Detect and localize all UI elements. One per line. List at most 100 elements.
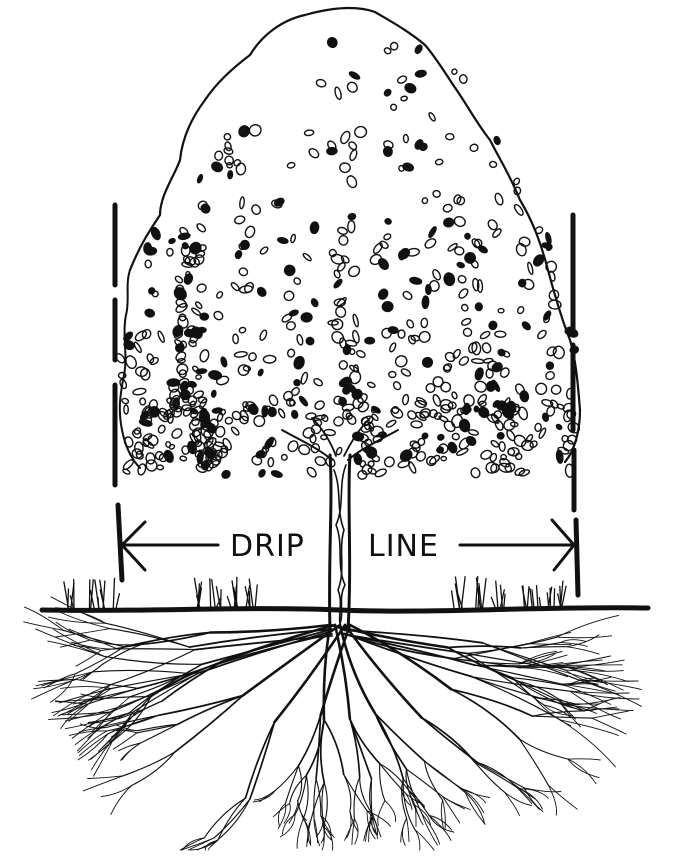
leaf — [258, 469, 267, 478]
leaf — [170, 427, 184, 440]
leaf — [402, 290, 414, 301]
root — [250, 722, 275, 799]
leaf — [234, 215, 246, 225]
root — [371, 779, 372, 817]
grass-blade — [461, 576, 465, 608]
leaf — [467, 342, 478, 355]
leaf — [140, 368, 150, 380]
leaf — [289, 309, 299, 317]
leaf — [197, 174, 204, 183]
leaf — [423, 237, 437, 250]
leaf — [432, 375, 445, 388]
root — [533, 716, 593, 718]
leaf — [304, 129, 314, 136]
leaf — [394, 354, 409, 368]
leaf — [464, 233, 471, 240]
leaf — [208, 370, 222, 380]
leaf — [542, 413, 549, 422]
leaf — [196, 283, 207, 293]
root — [104, 656, 202, 664]
leaf — [474, 239, 482, 248]
leaf — [237, 124, 251, 138]
leaf — [214, 151, 223, 161]
leaf — [377, 257, 390, 271]
leaf — [290, 386, 301, 397]
leaf — [457, 287, 469, 299]
leaf — [290, 234, 296, 243]
leaf — [421, 197, 428, 204]
root — [380, 764, 409, 790]
root — [477, 762, 524, 788]
leaf — [271, 470, 283, 479]
leaf — [422, 296, 429, 309]
grass-tufts — [64, 576, 566, 608]
leaf — [494, 419, 505, 431]
leaf — [199, 244, 207, 251]
leaf — [169, 444, 176, 450]
leaf — [486, 381, 496, 392]
leaf — [460, 303, 469, 312]
root — [521, 647, 567, 648]
root — [137, 724, 178, 733]
leaf — [328, 320, 338, 325]
leaf — [461, 317, 472, 326]
grass-blade — [255, 585, 257, 609]
leaf — [151, 290, 159, 297]
leaf — [417, 438, 425, 447]
root — [79, 697, 130, 700]
leaf — [244, 225, 257, 239]
leaf — [195, 301, 203, 310]
leaf — [310, 221, 320, 234]
leaf — [345, 174, 358, 189]
leaf — [313, 377, 324, 387]
root — [298, 801, 304, 821]
root — [324, 720, 344, 775]
root — [548, 785, 577, 809]
leaf — [451, 68, 458, 75]
leaf — [300, 372, 309, 385]
leaf-clusters — [114, 36, 581, 480]
root — [567, 647, 599, 654]
leaf — [441, 456, 446, 460]
leaf — [183, 273, 194, 285]
leaf — [286, 321, 296, 331]
leaf — [211, 390, 216, 397]
leaf — [383, 233, 392, 241]
leaf — [240, 240, 249, 249]
grass-blade — [523, 586, 525, 608]
leaf — [453, 215, 467, 228]
leaf — [195, 374, 201, 380]
root — [314, 779, 316, 818]
root — [94, 740, 114, 776]
leaf — [243, 366, 251, 372]
root — [273, 804, 289, 817]
leaf — [468, 429, 479, 436]
leaf — [310, 298, 319, 308]
leaf — [349, 149, 358, 162]
leaf — [333, 278, 343, 289]
leaf — [212, 310, 224, 322]
leaf — [377, 288, 389, 301]
leaf — [230, 281, 240, 291]
leaf — [287, 349, 295, 358]
leaf — [398, 330, 405, 338]
leaf — [406, 409, 418, 420]
leaf — [345, 80, 359, 94]
root — [465, 793, 484, 824]
leaf — [406, 319, 415, 329]
leaf — [389, 371, 396, 377]
leaf — [431, 269, 442, 281]
leaf — [390, 104, 397, 111]
leaf — [452, 433, 460, 441]
leaf — [490, 439, 500, 448]
leaf — [200, 313, 209, 320]
leaf — [534, 423, 541, 432]
root — [422, 814, 437, 845]
root — [451, 689, 532, 716]
root — [429, 816, 451, 831]
root — [218, 798, 246, 840]
ground-line — [42, 608, 648, 611]
leaf — [400, 368, 411, 378]
leaf — [538, 427, 547, 439]
